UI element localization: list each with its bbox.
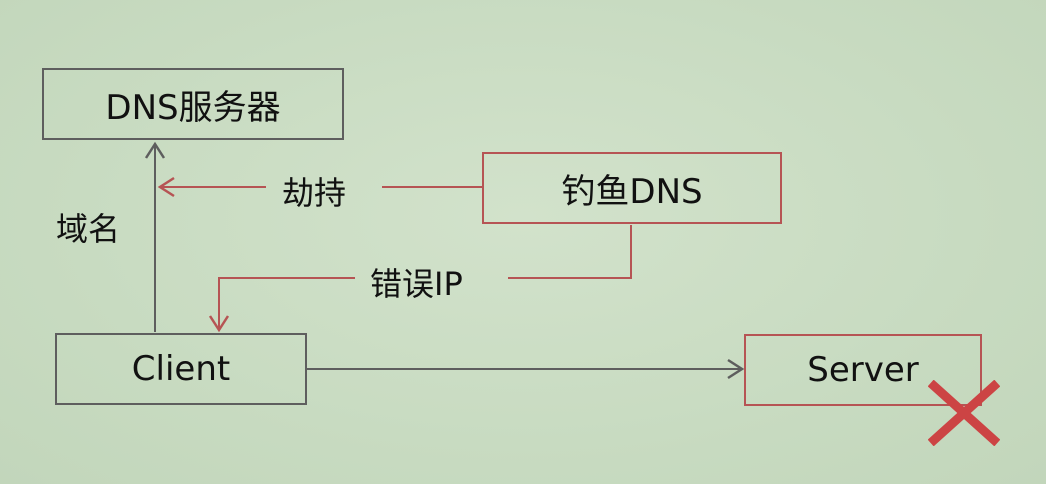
node-server: Server [744,334,982,406]
node-dns-server: DNS服务器 [42,68,344,140]
edge-wrong-ip-line-right [508,225,632,279]
node-phishing-dns-label: 钓鱼DNS [561,171,703,212]
edge-hijack-arrowhead [157,176,175,198]
cross-icon [928,380,1000,446]
edge-wrong-ip-arrowhead [208,315,230,333]
edge-wrong-ip-line-left [218,277,355,328]
edge-hijack-label: 劫持 [282,174,347,212]
node-client: Client [55,333,307,405]
edge-domain-label: 域名 [56,210,121,248]
edge-client-server-arrowhead [727,358,745,380]
edge-wrong-ip-label: 错误IP [370,265,463,303]
node-dns-server-label: DNS服务器 [105,87,281,128]
edge-domain-arrowhead [144,141,166,159]
node-phishing-dns: 钓鱼DNS [482,152,782,224]
node-client-label: Client [131,349,231,389]
node-server-label: Server [807,350,919,390]
